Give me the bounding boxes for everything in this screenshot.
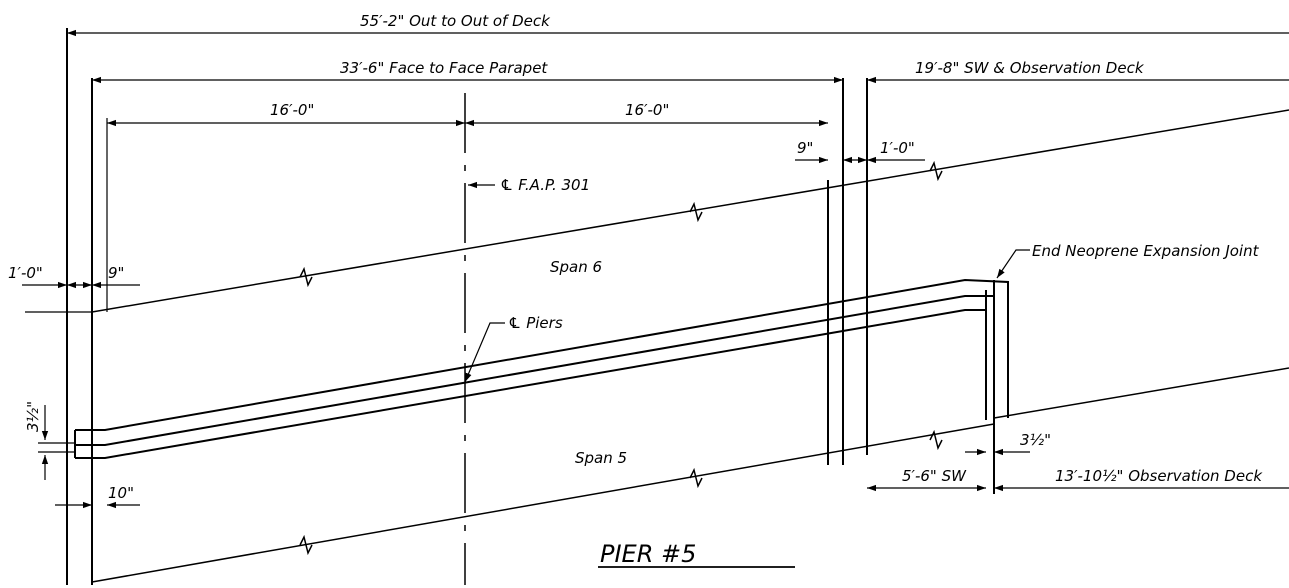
drawing-title: PIER #5: [598, 540, 795, 568]
leader-piers: [464, 322, 505, 383]
label-joint-3-5-left: 3½": [24, 401, 42, 432]
joint-strip-top: [75, 278, 1009, 431]
label-centerline-fap: ℄ F.A.P. 301: [500, 176, 590, 194]
expansion-joint: [74, 278, 1009, 459]
span5-break-mark-left: [299, 534, 313, 556]
label-edge-1-0-left: 1′-0": [8, 264, 43, 282]
span5-edge-line: [91, 423, 995, 583]
joint-strip-bottom: [75, 309, 987, 459]
span6-break-mark-right: [929, 160, 943, 182]
callout-text: ℄ F.A.P. 301 ℄ Piers Span 6 Span 5 End N…: [500, 176, 1260, 467]
label-joint-3-5-right: 3½": [1020, 431, 1051, 449]
obs-deck-edge-line: [993, 367, 1289, 419]
label-expansion-joint: End Neoprene Expansion Joint: [1032, 242, 1260, 260]
dimension-text: 55′-2" Out to Out of Deck 33′-6" Face to…: [8, 12, 1263, 502]
label-offset-10: 10": [108, 484, 134, 502]
leader-expansion-joint: [996, 249, 1030, 279]
label-span-5: Span 5: [575, 449, 627, 467]
span-lines: [91, 109, 1289, 583]
span5-break-mark-mid: [689, 467, 703, 489]
label-obs-deck-13: 13′-10½" Observation Deck: [1055, 467, 1263, 485]
span5-break-mark-right: [929, 429, 943, 451]
label-left-half: 16′-0": [270, 101, 314, 119]
label-sw-5-6: 5′-6" SW: [902, 467, 967, 485]
label-span-6: Span 6: [550, 258, 602, 276]
label-parapet-9-left: 9": [108, 264, 124, 282]
span6-break-mark-left: [299, 266, 313, 288]
label-sw-obs-deck: 19′-8" SW & Observation Deck: [915, 59, 1145, 77]
span6-break-mark-mid: [689, 201, 703, 223]
label-overall-deck: 55′-2" Out to Out of Deck: [360, 12, 551, 30]
structure-lines: [66, 28, 1009, 585]
dimension-lines: [22, 29, 1289, 509]
joint-strip-mid: [75, 295, 995, 446]
label-centerline-piers: ℄ Piers: [508, 314, 563, 332]
label-parapet-9-right: 9": [797, 139, 813, 157]
label-right-half: 16′-0": [625, 101, 669, 119]
label-face-to-face: 33′-6" Face to Face Parapet: [340, 59, 548, 77]
title-pier-5: PIER #5: [600, 540, 696, 568]
label-gap-1-0-right: 1′-0": [880, 139, 915, 157]
